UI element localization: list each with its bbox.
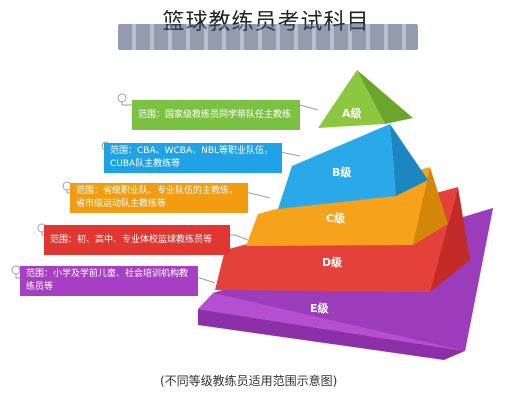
pyramid-layer-a [318, 70, 385, 128]
level-d-description: 范围：初、高中、专业体校篮球教练员等 [44, 225, 230, 255]
level-b-description: 范围：CBA、WCBA、NBL等职业队伍，CUBA队主教练等 [104, 143, 282, 173]
pyramid-layer-e-side [198, 309, 465, 360]
pyramid-layer-b-right [390, 124, 428, 196]
pyramid-layer-b [278, 124, 396, 209]
pyramid-layer-a-right [357, 70, 413, 124]
level-e-description: 范围：小学及学前儿童、社会培训机构教练员等 [20, 266, 198, 296]
level-label-a: A级 [342, 106, 363, 120]
pyramid-layer-d-right [430, 187, 470, 292]
level-label-b: B级 [332, 165, 352, 179]
figure-caption: (不同等级教练员适用范围示意图) [160, 374, 338, 388]
level-label-c: C级 [326, 211, 346, 225]
level-label-d: D级 [322, 255, 343, 269]
level-c-description: 范围：省级职业队、专业队伍的主教练，省市级运动队主教练等 [70, 183, 248, 213]
level-label-e: E级 [310, 301, 330, 315]
level-a-description: 范围：国家级教练员同学带队任主教练 [132, 100, 300, 130]
watermark-banner [118, 24, 418, 50]
pyramid-layer-c-right [413, 167, 448, 245]
